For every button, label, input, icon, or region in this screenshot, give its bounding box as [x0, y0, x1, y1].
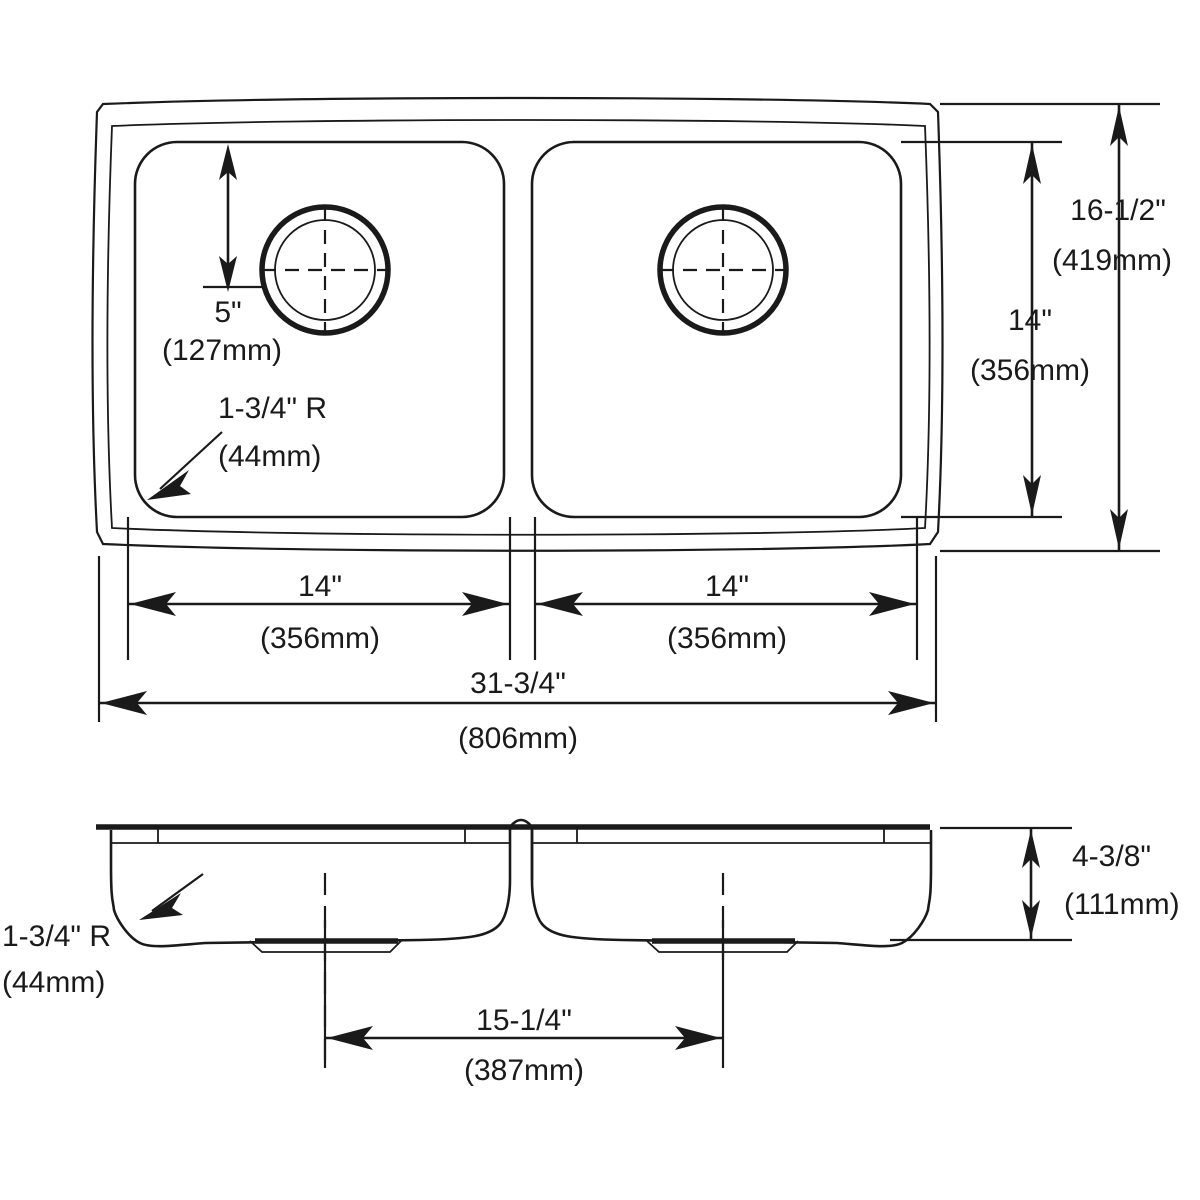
callout-corner-radius-section: 1-3/4" R (44mm) [2, 873, 204, 999]
section-bowl-depth-arrow-top [1022, 830, 1040, 868]
dim-overall-depth-top-view: 16-1/2" (419mm) [940, 102, 1172, 553]
left-drain-outer-ring [259, 204, 391, 336]
left-bowl-outline [133, 140, 506, 519]
overall-depth-arrow-bottom [1110, 509, 1128, 549]
drain-offset-arrow-bottom [219, 256, 237, 292]
drain-offset-metric-label: (127mm) [162, 334, 282, 367]
section-bowl-width-metric-label: (387mm) [464, 1054, 584, 1087]
drain-offset-imperial-label: 5" [214, 296, 241, 329]
sink-inner-rim [106, 119, 931, 536]
section-radius-leader-arrow [139, 893, 183, 920]
overall-width-arrow-right [888, 691, 934, 715]
left-bowl-width-imperial-label: 14" [298, 570, 342, 603]
right-bowl-width-arrow-left [537, 592, 583, 616]
dim-bowl-depth-top-view: 14" (356mm) [901, 140, 1090, 519]
overall-depth-metric-label: (419mm) [1052, 244, 1172, 277]
section-right-bowl-profile [530, 830, 933, 948]
dim-section-bowl-width: 15-1/4" (387mm) [323, 920, 725, 1087]
left-bowl-width-metric-label: (356mm) [260, 622, 380, 655]
section-bowl-depth-metric-label: (111mm) [1064, 888, 1180, 921]
left-bowl-width-arrow-left [130, 592, 176, 616]
section-radius-metric-label: (44mm) [2, 966, 105, 999]
bowl-depth-metric-label: (356mm) [970, 354, 1090, 387]
bowl-depth-imperial-label: 14" [1008, 304, 1052, 337]
drain-offset-arrow-top [219, 144, 237, 180]
section-radius-imperial-label: 1-3/4" R [2, 920, 111, 953]
dim-right-bowl-width: 14" (356mm) [533, 517, 919, 660]
overall-depth-arrow-top [1110, 106, 1128, 146]
section-view-group: 1-3/4" R (44mm) 15-1/4" (387mm) 4-3/8" (… [2, 818, 1180, 1087]
overall-width-arrow-left [101, 691, 147, 715]
bowl-depth-arrow-bottom [1023, 475, 1041, 515]
dim-section-bowl-depth: 4-3/8" (111mm) [890, 826, 1180, 942]
right-bowl-width-arrow-right [869, 592, 915, 616]
corner-radius-metric-label: (44mm) [218, 440, 321, 473]
corner-radius-leader-line [159, 431, 223, 490]
right-bowl-width-metric-label: (356mm) [667, 622, 787, 655]
section-bowl-width-imperial-label: 15-1/4" [476, 1004, 572, 1037]
left-bowl-width-arrow-right [462, 592, 508, 616]
bowl-depth-arrow-top [1023, 144, 1041, 184]
sink-outer-rim [91, 96, 944, 552]
right-drain-outer-ring [657, 204, 789, 336]
section-bowl-depth-imperial-label: 4-3/8" [1072, 840, 1151, 873]
overall-width-metric-label: (806mm) [458, 722, 578, 755]
corner-radius-imperial-label: 1-3/4" R [218, 392, 327, 425]
overall-depth-imperial-label: 16-1/2" [1070, 194, 1166, 227]
section-bowl-width-arrow-left [327, 1026, 373, 1050]
top-view-group: 5" (127mm) 1-3/4" R (44mm) 14" (356mm) [91, 96, 1172, 755]
overall-width-imperial-label: 31-3/4" [470, 667, 566, 700]
right-drain [657, 204, 789, 336]
dim-left-bowl-width: 14" (356mm) [126, 517, 512, 660]
corner-radius-leader-arrow [147, 470, 191, 500]
callout-corner-radius-top: 1-3/4" R (44mm) [147, 392, 327, 500]
section-radius-leader-line [151, 873, 204, 912]
right-bowl-width-imperial-label: 14" [705, 570, 749, 603]
right-bowl-outline [530, 140, 903, 519]
section-center-divider [508, 818, 534, 880]
left-drain [259, 204, 391, 336]
section-bowl-width-arrow-right [675, 1026, 721, 1050]
section-bowl-depth-arrow-bottom [1022, 900, 1040, 938]
dim-drain-offset: 5" (127mm) [162, 144, 282, 367]
dim-overall-width: 31-3/4" (806mm) [97, 556, 938, 755]
section-left-bowl-profile [109, 830, 512, 948]
